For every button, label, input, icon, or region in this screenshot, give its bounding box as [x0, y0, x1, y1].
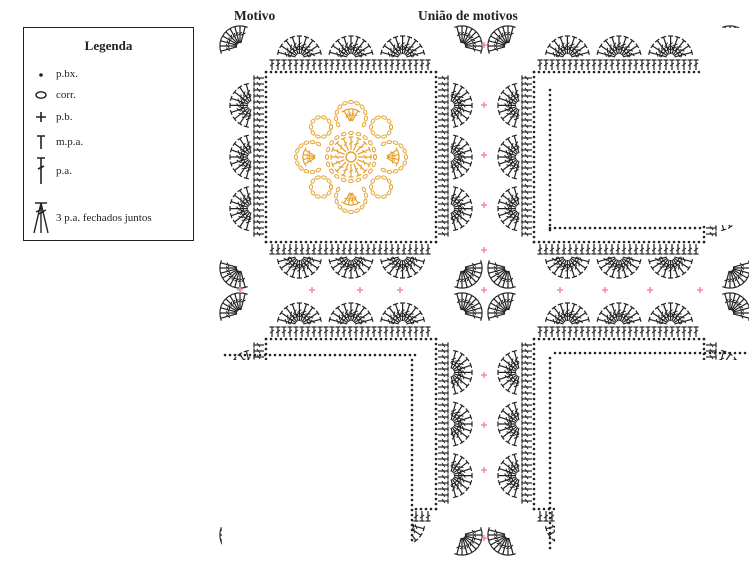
legend-label: 3 p.a. fechados juntos: [56, 212, 152, 224]
join-marker: [481, 287, 487, 293]
join-marker: [557, 287, 563, 293]
legend-item-pbx: p.bx.: [30, 68, 78, 80]
join-marker: [397, 287, 403, 293]
legend-label: corr.: [56, 89, 76, 101]
join-marker: [481, 152, 487, 158]
chain-stitch-icon: [30, 90, 52, 100]
join-marker: [481, 102, 487, 108]
join-marker: [481, 372, 487, 378]
half-double-crochet-icon: [30, 134, 52, 150]
join-marker: [697, 287, 703, 293]
motif-heading: Motivo: [234, 8, 276, 23]
join-markers: [237, 42, 703, 541]
join-marker: [309, 287, 315, 293]
join-marker: [481, 247, 487, 253]
motif-top-left-scallops: [219, 25, 483, 289]
motif-top-left: [219, 25, 483, 289]
legend-item-mpa: m.p.a.: [30, 134, 83, 150]
three-dc-cluster-icon: [30, 200, 52, 236]
legend-item-corr: corr.: [30, 89, 76, 101]
join-heading: União de motivos: [418, 8, 518, 23]
join-marker: [602, 287, 608, 293]
motif-top-left-frame: [253, 59, 449, 255]
join-marker: [357, 287, 363, 293]
legend-label: p.a.: [56, 165, 72, 177]
legend-label: m.p.a.: [56, 136, 84, 148]
legend-label: p.bx.: [56, 68, 78, 80]
join-marker: [481, 422, 487, 428]
motif-top-left-center: [294, 100, 408, 214]
join-marker: [481, 202, 487, 208]
join-marker: [481, 42, 487, 48]
slip-stitch-icon: [30, 69, 52, 79]
legend-item-cluster: 3 p.a. fechados juntos: [30, 200, 152, 236]
legend-item-pb: p.b.: [30, 111, 73, 123]
partial-edges: [223, 88, 747, 550]
join-marker: [481, 467, 487, 473]
legend-box: Legenda p.bx. corr. p.b. m.p.a. p.a. 3 p: [23, 27, 194, 241]
join-marker: [237, 287, 243, 293]
double-crochet-icon: [30, 156, 52, 186]
legend-item-pa: p.a.: [30, 156, 72, 186]
join-marker: [481, 535, 487, 541]
legend-label: p.b.: [56, 111, 73, 123]
legend-title: Legenda: [84, 38, 133, 53]
join-marker: [647, 287, 653, 293]
single-crochet-icon: [30, 111, 52, 123]
